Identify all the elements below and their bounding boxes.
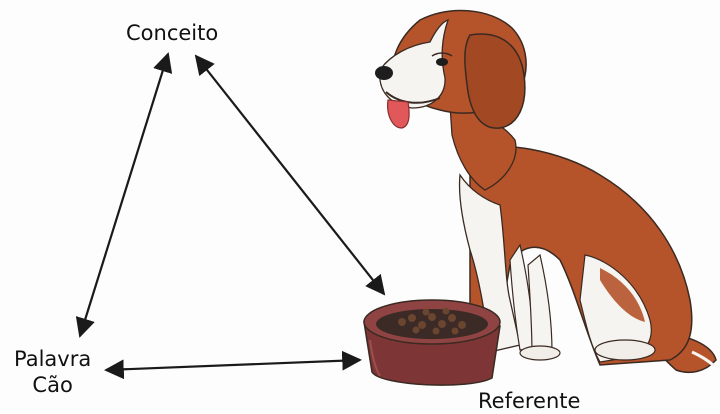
- dog-eye: [436, 58, 448, 66]
- dog-hind-paw: [595, 340, 655, 360]
- dog-nose: [375, 66, 393, 80]
- dog-front-paw: [520, 346, 560, 360]
- label-referent: Referente: [478, 388, 580, 414]
- label-word-line1: Palavra: [14, 346, 91, 372]
- arrow-concept-referent: [196, 56, 384, 294]
- arrow-word-concept: [80, 54, 168, 336]
- dog-tongue: [388, 100, 409, 128]
- arrow-word-referent: [106, 360, 360, 370]
- dog-front-leg-near: [528, 255, 552, 355]
- food-bowl: [364, 300, 500, 385]
- label-concept: Conceito: [126, 20, 218, 46]
- label-word-line2: Cão: [14, 372, 91, 398]
- label-word: Palavra Cão: [14, 346, 91, 398]
